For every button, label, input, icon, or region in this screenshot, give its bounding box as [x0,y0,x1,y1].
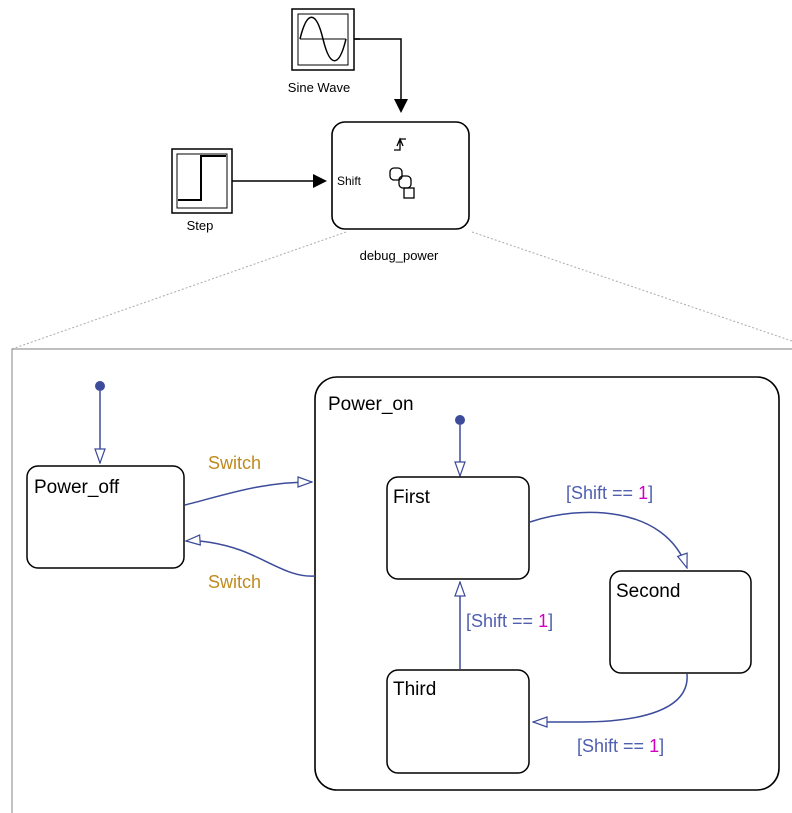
state-second[interactable] [609,570,752,674]
state-second-label: Second [616,581,680,602]
condition-op: == [607,483,638,503]
state-third[interactable] [386,669,530,774]
zoom-guide-right [471,231,792,342]
transition-second-to-third-label: [Shift == 1] [577,736,664,756]
transition-off-to-on-label: Switch [208,453,261,473]
step-block[interactable] [171,148,233,214]
condition-value: 1 [538,611,548,631]
state-first-label: First [393,487,431,508]
condition-open: [ [577,736,582,756]
condition-var: Shift [582,736,618,756]
transition-first-to-second-label: [Shift == 1] [566,483,653,503]
state-power-off-label: Power_off [34,477,120,498]
transition-on-to-off-label: Switch [208,572,261,592]
state-third-label: Third [393,679,436,700]
default-transition-power-off[interactable] [95,381,105,463]
condition-open: [ [466,611,471,631]
condition-value: 1 [649,736,659,756]
condition-var: Shift [571,483,607,503]
sine-to-chart-signal[interactable] [354,38,408,113]
chart-block-label: debug_power [360,248,439,263]
transition-third-to-first-label: [Shift == 1] [466,611,553,631]
transition-on-to-off[interactable] [186,541,316,577]
transition-first-to-second[interactable] [529,511,688,568]
sine-wave-label: Sine Wave [288,80,350,95]
condition-var: Shift [471,611,507,631]
trigger-icon [394,137,406,151]
condition-close: ] [659,736,664,756]
step-icon [178,155,226,201]
stateflow-icon [389,167,415,199]
chart-input-port-label: Shift [337,174,362,188]
condition-op: == [507,611,538,631]
step-label: Step [187,218,214,233]
condition-op: == [618,736,649,756]
transition-off-to-on[interactable] [184,482,312,506]
state-power-off[interactable] [26,465,185,569]
sine-wave-block[interactable] [291,8,360,71]
condition-open: [ [566,483,571,503]
condition-close: ] [548,611,553,631]
default-transition-first[interactable] [455,415,465,476]
condition-value: 1 [638,483,648,503]
zoom-guide-left [11,231,347,350]
chart-panel-frame [11,348,792,813]
sine-wave-icon [299,16,347,62]
state-first[interactable] [386,476,530,580]
state-power-on-label: Power_on [328,394,414,415]
condition-close: ] [648,483,653,503]
chart-block[interactable] [331,121,470,230]
transition-second-to-third[interactable] [533,673,688,722]
